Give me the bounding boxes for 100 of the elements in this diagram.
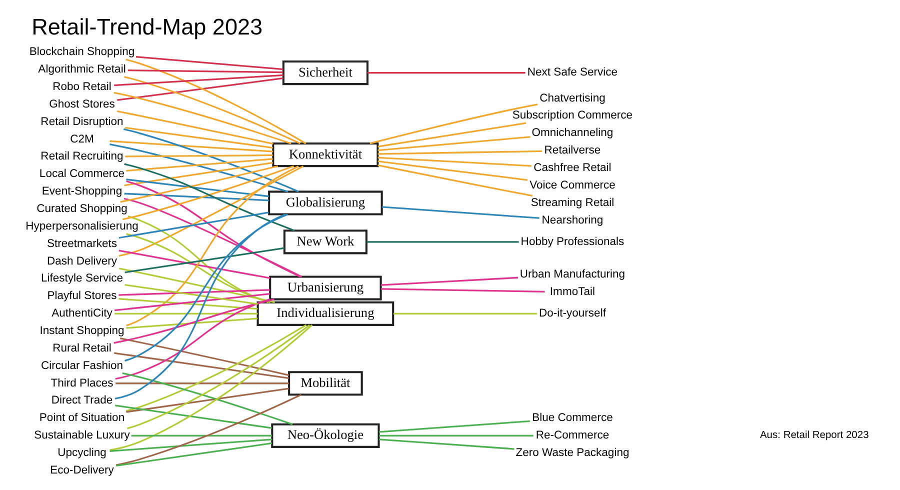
connector bbox=[366, 241, 518, 243]
connector bbox=[109, 438, 272, 452]
connector bbox=[377, 160, 528, 181]
connector bbox=[113, 298, 274, 344]
node-text: Streetmarkets bbox=[46, 238, 117, 250]
node-text: Local Commerce bbox=[38, 168, 124, 180]
connector bbox=[109, 324, 312, 451]
connector bbox=[124, 247, 284, 274]
connector bbox=[118, 250, 270, 279]
node-text: Direct Trade bbox=[50, 394, 112, 407]
node-text: Curated Shopping bbox=[36, 202, 127, 215]
node-box: Konnektivität bbox=[272, 142, 378, 168]
node-box: Neo-Ökologie bbox=[270, 423, 380, 448]
node-text: Event-Shopping bbox=[41, 186, 122, 198]
connector bbox=[126, 233, 270, 304]
connector bbox=[124, 214, 288, 362]
connector bbox=[380, 288, 544, 293]
connector bbox=[122, 372, 292, 426]
node-text: Chatvertising bbox=[539, 92, 605, 104]
node-text: Re-Commerce bbox=[535, 430, 609, 442]
connector bbox=[378, 438, 514, 450]
connector bbox=[114, 298, 270, 380]
connector bbox=[377, 122, 526, 148]
node-box: Mobilität bbox=[288, 371, 362, 396]
connector bbox=[118, 268, 274, 304]
node-text: Lifestyle Service bbox=[40, 272, 123, 285]
node-text: Nearshoring bbox=[541, 214, 603, 226]
node-text: Playful Stores bbox=[46, 290, 116, 302]
node-text: Streaming Retail bbox=[530, 196, 614, 209]
connector bbox=[115, 442, 272, 467]
connector bbox=[126, 324, 310, 430]
node-text: Retail Recruiting bbox=[40, 150, 123, 163]
connector bbox=[118, 212, 268, 239]
node-text: C2M bbox=[70, 133, 94, 146]
connector bbox=[113, 92, 291, 144]
connector bbox=[124, 126, 272, 149]
connector bbox=[113, 352, 288, 380]
connector bbox=[124, 192, 268, 202]
connector bbox=[378, 420, 530, 433]
node-text: Ghost Stores bbox=[48, 98, 114, 110]
node-text: Do-it-yourself bbox=[538, 308, 606, 320]
connector bbox=[126, 318, 258, 329]
connector bbox=[114, 293, 270, 312]
connector bbox=[380, 276, 518, 286]
connector bbox=[124, 154, 272, 158]
node-text: Rural Retail bbox=[52, 342, 111, 354]
connector bbox=[369, 104, 538, 144]
connector bbox=[120, 165, 278, 203]
node-text: Eco-Delivery bbox=[50, 464, 114, 476]
node-box: Individualisierung bbox=[256, 301, 394, 326]
node-text: Circular Fashion bbox=[40, 360, 123, 372]
connector bbox=[127, 69, 283, 74]
connector bbox=[118, 289, 270, 296]
node-text: Cashfree Retail bbox=[533, 162, 611, 174]
connector bbox=[130, 434, 272, 436]
node-text: Instant Shopping bbox=[39, 324, 124, 337]
node-text: Blockchain Shopping bbox=[28, 46, 134, 58]
connector bbox=[377, 156, 531, 167]
connector bbox=[122, 165, 294, 220]
node-text: ImmoTail bbox=[549, 286, 595, 298]
connector bbox=[118, 165, 304, 257]
label: Aus: Retail Report 2023 bbox=[759, 430, 868, 442]
connector bbox=[125, 58, 306, 144]
connector bbox=[115, 382, 288, 384]
connector bbox=[126, 180, 300, 278]
node-text: Voice Commerce bbox=[529, 179, 615, 192]
connector bbox=[119, 338, 288, 376]
connector bbox=[366, 72, 525, 74]
connector bbox=[114, 312, 258, 314]
connector bbox=[377, 136, 530, 152]
connector bbox=[115, 394, 301, 466]
node-text: AuthentiCity bbox=[51, 308, 112, 320]
connector bbox=[122, 128, 298, 192]
connector bbox=[125, 324, 306, 412]
connector bbox=[124, 163, 294, 232]
connector bbox=[377, 150, 542, 155]
connector bbox=[116, 110, 273, 145]
connector bbox=[377, 164, 532, 197]
connector bbox=[109, 140, 273, 152]
connector bbox=[378, 434, 533, 436]
node-text: Urban Manufacturing bbox=[519, 268, 625, 281]
connector bbox=[124, 76, 300, 144]
connector bbox=[126, 158, 272, 172]
node-text: Point of Situation bbox=[38, 412, 124, 424]
connector bbox=[127, 216, 268, 304]
node-text: Blue Commerce bbox=[532, 412, 612, 424]
node-text: Sustainable Luxury bbox=[34, 430, 130, 442]
connector bbox=[124, 284, 258, 305]
connector bbox=[392, 312, 536, 314]
connector bbox=[126, 165, 298, 326]
connector bbox=[114, 214, 286, 400]
connector bbox=[382, 206, 539, 219]
node-text: Hobby Professionals bbox=[520, 236, 624, 248]
node-text: Upcycling bbox=[57, 446, 106, 459]
node-box: Globalisierung bbox=[268, 190, 382, 216]
connector bbox=[109, 143, 288, 192]
connector bbox=[135, 56, 283, 70]
node-text: Omnichanneling bbox=[531, 127, 613, 140]
node-text: Retail Disruption bbox=[40, 116, 123, 128]
node-text: Hyperpersonalisierung bbox=[25, 220, 138, 232]
